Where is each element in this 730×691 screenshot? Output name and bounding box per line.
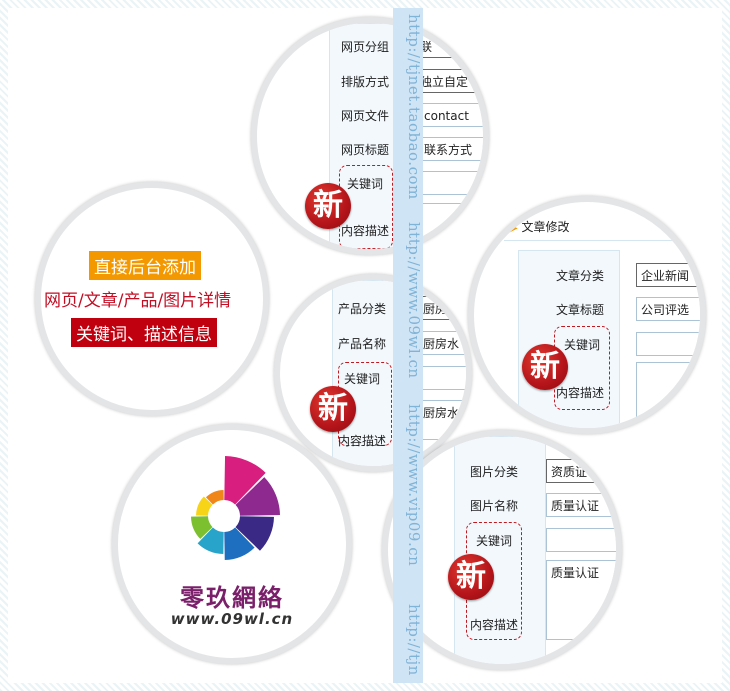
article-edit-header: ▶ 文章修改 <box>510 218 570 235</box>
new-badge: 新 <box>448 554 494 600</box>
image-category-select[interactable]: 资质证 <box>546 459 616 483</box>
product-keywords-label: 关键词 <box>344 372 381 386</box>
article-title-label: 文章标题 <box>556 303 605 317</box>
article-keywords-input[interactable] <box>636 332 700 356</box>
image-keywords-input[interactable] <box>546 528 616 552</box>
page-title-input[interactable]: 联系方式 <box>419 137 483 161</box>
logo-petal <box>235 477 280 516</box>
logo-petal <box>196 496 213 516</box>
page-file-label: 网页文件 <box>341 109 390 123</box>
watermark-text-2: http://www.09wl.cn <box>405 222 423 379</box>
page-group-label: 网页分组 <box>341 40 390 54</box>
watermark-strip: http://tjnet.taobao.com http://www.09wl.… <box>393 8 423 683</box>
product-desc-input[interactable]: 厨房水 <box>418 400 466 440</box>
image-desc-label: 内容描述 <box>470 618 519 632</box>
promo-line-3: 关键词、描述信息 <box>71 318 217 347</box>
logo-petal <box>224 527 255 560</box>
watermark-text-1: http://tjnet.taobao.com <box>405 14 423 200</box>
page-desc-label: 内容描述 <box>341 224 390 238</box>
watermark-text-4: http://tjn <box>405 604 423 676</box>
article-category-select[interactable]: 企业新闻 <box>636 263 700 287</box>
new-badge: 新 <box>522 344 568 390</box>
logo-url: www.09wl.cn <box>170 610 294 628</box>
logo-name: 零玖網絡 <box>180 583 284 612</box>
logo-petal <box>235 516 274 551</box>
image-keywords-label: 关键词 <box>476 534 513 548</box>
product-category-select[interactable]: 厨房 <box>418 296 466 320</box>
logo-petal <box>224 456 266 505</box>
image-category-label: 图片分类 <box>470 465 519 479</box>
page-title-label: 网页标题 <box>341 143 390 157</box>
image-name-input[interactable]: 质量认证 <box>546 493 616 517</box>
article-desc-input[interactable] <box>636 362 700 418</box>
logo-circle: 零玖網絡 www.09wl.cn <box>112 424 352 664</box>
page-form-circle: 网页分组 联 排版方式 独立自定 网页文件 contact 网页标题 联系方式 … <box>251 17 489 255</box>
form-panel <box>518 250 620 428</box>
product-desc-label: 内容描述 <box>338 434 387 448</box>
article-form-circle: ▶ 文章修改 文章分类 企业新闻 文章标题 公司评选 关键词 内容描述 新 <box>468 196 706 434</box>
article-desc-label: 内容描述 <box>556 386 605 400</box>
page-file-input[interactable]: contact <box>419 103 483 127</box>
page-desc-input[interactable] <box>419 203 483 249</box>
arrow-icon: ▶ <box>510 223 518 234</box>
page-layout-label: 排版方式 <box>341 75 390 89</box>
article-edit-title: 文章修改 <box>521 220 570 234</box>
promo-circle: 直接后台添加 网页/文章/产品/图片详情 关键词、描述信息 <box>35 182 269 416</box>
logo-petal <box>197 527 224 554</box>
product-keywords-input[interactable] <box>418 366 466 390</box>
article-title-input[interactable]: 公司评选 <box>636 297 700 321</box>
new-badge: 新 <box>310 386 356 432</box>
promo-line-2: 网页/文章/产品/图片详情 <box>44 291 232 311</box>
page-layout-select[interactable]: 独立自定 <box>415 69 483 93</box>
product-name-input[interactable]: 厨房水 <box>418 331 466 355</box>
promo-line-1: 直接后台添加 <box>89 251 201 280</box>
logo-mark-icon <box>191 456 280 560</box>
product-category-label: 产品分类 <box>338 302 387 316</box>
product-name-label: 产品名称 <box>338 337 387 351</box>
page-keywords-label: 关键词 <box>347 177 384 191</box>
image-name-label: 图片名称 <box>470 499 519 513</box>
logo-petal <box>205 490 224 505</box>
page-keywords-input[interactable] <box>419 171 483 195</box>
new-badge: 新 <box>305 183 351 229</box>
watermark-text-3: http://www.vip09.cn <box>405 404 423 567</box>
page-group-select[interactable]: 联 <box>415 34 483 58</box>
header-divider <box>504 240 700 241</box>
article-category-label: 文章分类 <box>556 269 605 283</box>
article-keywords-label: 关键词 <box>564 338 601 352</box>
image-desc-input[interactable]: 质量认证 <box>546 560 616 640</box>
form-panel <box>454 436 546 664</box>
logo-petal <box>191 516 213 539</box>
